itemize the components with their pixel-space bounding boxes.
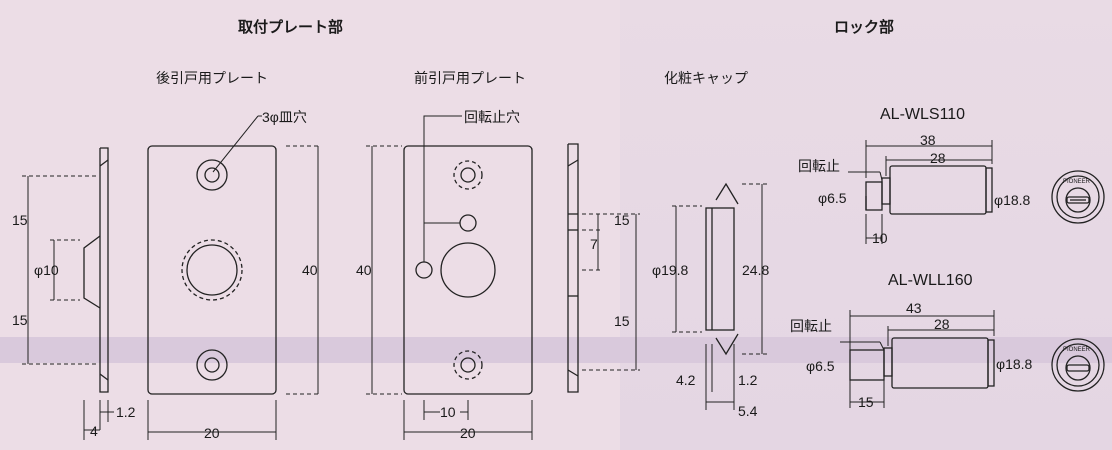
- dim-1-2b: 1.2: [738, 372, 758, 388]
- dim-10: 10: [440, 404, 456, 420]
- dim-5-4: 5.4: [738, 403, 758, 419]
- dim-phi19-8: φ19.8: [652, 262, 689, 278]
- lock1-pin-length: 10: [872, 230, 888, 246]
- dim-15a: 15: [12, 212, 28, 228]
- dim-4: 4: [90, 423, 98, 439]
- dim-40a: 40: [302, 262, 318, 278]
- dim-20a: 20: [204, 425, 220, 441]
- dim-7: 7: [590, 236, 598, 252]
- dim-4-2: 4.2: [676, 372, 696, 388]
- front-plate-side-profile: [567, 143, 579, 393]
- countersunk-note: 3φ皿穴: [262, 109, 307, 125]
- dim-15b: 15: [12, 312, 28, 328]
- lock-section-title: ロック部: [834, 19, 895, 36]
- lock1-body: [865, 165, 993, 215]
- dim-1-2: 1.2: [116, 404, 136, 420]
- dim-15d: 15: [614, 313, 630, 329]
- lock1-cylinder-face: [1051, 170, 1105, 224]
- dim-phi10: φ10: [34, 262, 59, 278]
- cap-profile: [705, 182, 739, 356]
- rear-plate-side-profile: [83, 147, 109, 393]
- background-band: [0, 337, 1112, 363]
- lock2-key-brand: PIONEER: [1063, 347, 1091, 353]
- lock1-body-length: 28: [930, 150, 946, 166]
- lock1-key-brand: PIONEER: [1063, 179, 1091, 185]
- lock2-overall-length: 43: [906, 300, 922, 316]
- rear-plate-label: 後引戸用プレート: [156, 70, 268, 86]
- lock1-model: AL-WLS110: [880, 106, 966, 123]
- lock2-anti-rotation-label: 回転止: [790, 318, 832, 334]
- anti-rotation-hole-note: 回転止穴: [464, 109, 520, 125]
- front-plate-label: 前引戸用プレート: [414, 70, 526, 86]
- dim-20b: 20: [460, 425, 476, 441]
- lock2-pin-length: 15: [858, 394, 874, 410]
- front-plate-front-view: [403, 145, 533, 395]
- lock2-cylinder-face: [1051, 338, 1105, 392]
- lock1-overall-length: 38: [920, 132, 936, 148]
- cap-label: 化粧キャップ: [664, 70, 748, 86]
- lock2-model: AL-WLL160: [888, 272, 973, 289]
- plate-section-title: 取付プレート部: [238, 19, 344, 36]
- dim-15c: 15: [614, 212, 630, 228]
- lock2-pin-dia: φ6.5: [806, 358, 835, 374]
- lock1-pin-dia: φ6.5: [818, 190, 847, 206]
- lock2-body-length: 28: [934, 316, 950, 332]
- dim-24-8: 24.8: [742, 262, 770, 278]
- lock1-anti-rotation-label: 回転止: [798, 158, 840, 174]
- rear-plate-front-view: [147, 145, 277, 395]
- lock2-body-dia: φ18.8: [996, 356, 1033, 372]
- dim-40b: 40: [356, 262, 372, 278]
- lock2-body: [849, 337, 995, 389]
- lock1-body-dia: φ18.8: [994, 192, 1031, 208]
- rear-plate-height-dims: [22, 175, 96, 365]
